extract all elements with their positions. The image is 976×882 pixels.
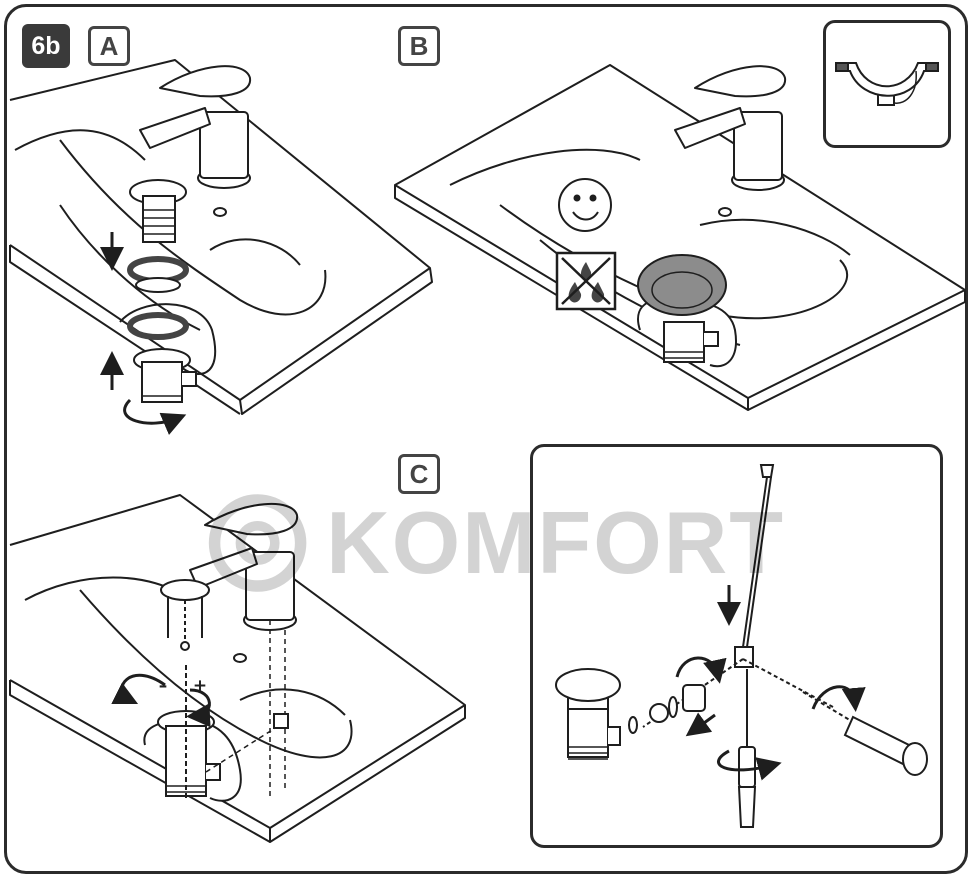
- no-water-icon: [557, 253, 615, 309]
- step-badge: 6b: [22, 24, 70, 68]
- faucet-c: [190, 504, 297, 630]
- smiley-icon: [559, 179, 611, 231]
- basin-section-inset: [823, 20, 951, 148]
- faucet-a: [140, 66, 250, 188]
- minus-sign: –: [159, 676, 168, 696]
- panel-label-a: A: [88, 26, 130, 66]
- waste-parts-a: [120, 180, 215, 402]
- plus-sign: +: [193, 676, 207, 696]
- waste-body-c: [144, 620, 288, 801]
- panel-label-c: C: [398, 454, 440, 494]
- basin-section-drawing: [826, 23, 948, 145]
- silicone-seal-b: [638, 255, 736, 366]
- faucet-b: [675, 66, 785, 190]
- popup-mechanism-inset: [530, 444, 943, 848]
- popup-plug-c: [161, 580, 209, 650]
- popup-mechanism-drawing: [533, 447, 940, 845]
- panel-label-b: B: [398, 26, 440, 66]
